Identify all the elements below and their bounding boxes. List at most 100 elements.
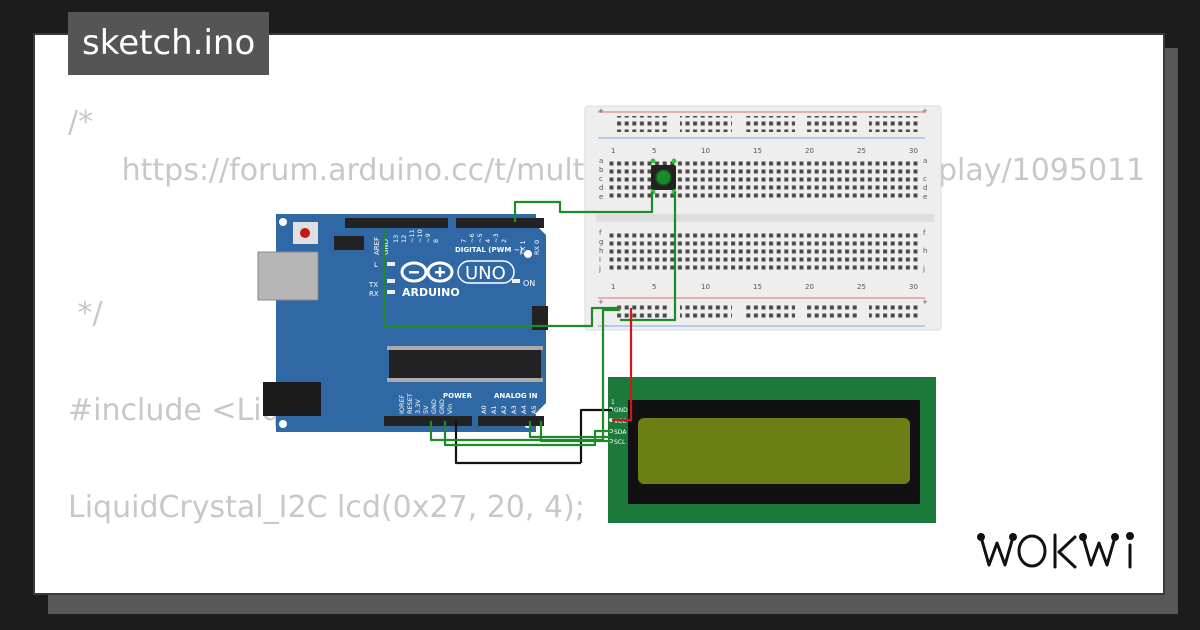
analog-pin-label: A5 [530, 405, 538, 414]
uno-badge [457, 260, 515, 284]
lcd-pin-number: 1 [611, 399, 615, 406]
wire-button-gnd[interactable] [620, 192, 677, 322]
lcd-pin-label-scl: SCL [614, 439, 626, 446]
digital-pin-label: ~9 [424, 233, 432, 243]
atmega-chip [389, 346, 541, 382]
digital-pin-label: ~3 [492, 233, 500, 243]
push-button[interactable] [650, 158, 677, 195]
rail-plus-label: + [598, 107, 604, 115]
wire-gnd-arduino[interactable] [454, 421, 581, 465]
rail-plus-label: + [922, 298, 928, 306]
rail-bottom-group-4 [806, 304, 858, 320]
row-label: c [599, 175, 603, 183]
arduino-uno-board[interactable]: UNO ARDUINO DIGITAL (PWM ~) TX RX L ON P… [257, 214, 548, 432]
digital-pin-label: ~6 [468, 233, 476, 243]
aref-label: AREF [373, 237, 381, 255]
rail-plus-label: + [598, 298, 604, 306]
digital-pin-label: 2 [500, 239, 508, 243]
row-label: i [599, 256, 601, 264]
analog-pin-label: A3 [510, 405, 518, 414]
rail-top-group-5 [869, 116, 921, 132]
rail-bottom-group-2 [680, 304, 732, 320]
digital-pin-label: RX 0 [533, 240, 541, 255]
analog-header-label: ANALOG IN [494, 392, 538, 400]
digital-pin-label: 8 [432, 239, 440, 243]
digital-header-right [456, 218, 544, 228]
usb-connector [257, 251, 319, 301]
lcd-pin-label-sda: SDA [614, 429, 627, 436]
on-label: ON [523, 279, 535, 288]
arduino-logo [400, 261, 454, 283]
rail-bottom-group-1 [617, 304, 669, 320]
code-line-comment-open: /* [68, 105, 94, 140]
power-pin-label: RESET [406, 393, 414, 414]
lcd-screen [638, 418, 910, 484]
digital-pin-label: 12 [400, 235, 408, 243]
digital-pin-label: ~11 [408, 229, 416, 243]
digital-header-label: DIGITAL (PWM ~) [455, 246, 523, 254]
row-label: h [923, 247, 927, 255]
lcd-pin-label-gnd: GND [614, 407, 628, 414]
digital-pin-label: ~5 [476, 233, 484, 243]
column-label: 15 [753, 283, 762, 291]
wire-vcc-lcd[interactable] [612, 308, 633, 422]
rail-plus-label: + [922, 107, 928, 115]
wire-button-d2[interactable] [513, 192, 654, 222]
row-label: d [923, 184, 927, 192]
power-header-label: POWER [443, 392, 473, 400]
column-label: 5 [652, 283, 656, 291]
column-label: 25 [857, 283, 866, 291]
power-pin-label: IOREF [398, 394, 406, 414]
brand-label: ARDUINO [402, 286, 460, 299]
tx-label: TX [368, 281, 378, 289]
lcd-2004-i2c[interactable]: 1 GND VCC SDA SCL [608, 377, 936, 523]
wokwi-logo [977, 532, 1134, 569]
breadboard[interactable]: + + + + 1 5 10 15 20 25 30 1 5 10 15 20 … [584, 105, 942, 331]
analog-pin-label: A2 [500, 405, 508, 414]
reset-button-cap[interactable] [300, 228, 310, 238]
icsp-header [334, 236, 364, 250]
row-label: j [598, 265, 601, 273]
digital-pin-label: TX 1 [519, 240, 527, 256]
lcd-pin-label-vcc: VCC [614, 418, 626, 425]
code-line-comment-close: */ [68, 296, 103, 331]
row-label: e [599, 193, 603, 201]
row-label: c [923, 175, 927, 183]
wire-scl-lcd[interactable] [539, 421, 612, 443]
column-label: 30 [909, 283, 918, 291]
rail-bottom-group-3 [743, 304, 795, 320]
column-label: 20 [805, 147, 814, 155]
rail-top-group-2 [680, 116, 732, 132]
l-label: L [374, 261, 378, 269]
digital-header-left [345, 218, 448, 228]
power-pin-label: GND [438, 399, 446, 414]
model-label: UNO [465, 263, 506, 284]
rail-top-group-4 [806, 116, 858, 132]
wire-a4[interactable] [528, 421, 612, 439]
analog-pin-label: A4 [520, 405, 528, 414]
code-line-lcd-init: LiquidCrystal_I2C lcd(0x27, 20, 4); [68, 490, 585, 525]
power-pin-label: 3.3V [414, 399, 422, 414]
row-label: a [923, 157, 927, 165]
column-label: 10 [701, 283, 710, 291]
column-label: 20 [805, 283, 814, 291]
terminal-strip-bottom [608, 230, 920, 272]
push-button-cap[interactable] [655, 169, 672, 186]
power-pin-label: GND [430, 399, 438, 414]
rx-label: RX [369, 290, 379, 298]
row-label: j [922, 265, 925, 273]
row-label: e [923, 193, 927, 201]
wire-sda-lcd[interactable] [443, 421, 612, 447]
analog-header [478, 416, 544, 426]
column-label: 1 [611, 147, 615, 155]
power-jack [263, 382, 321, 416]
analog-pin-label: A0 [480, 405, 488, 414]
power-pin-label: Vin [446, 404, 454, 414]
rail-top-group-1 [617, 116, 669, 132]
column-label: 5 [652, 147, 656, 155]
wire-gnd-rail[interactable] [382, 230, 620, 328]
code-line-url-tail: play/1095011 [938, 153, 1146, 188]
analog-pin-label: A1 [490, 405, 498, 414]
row-label: f [599, 229, 602, 237]
